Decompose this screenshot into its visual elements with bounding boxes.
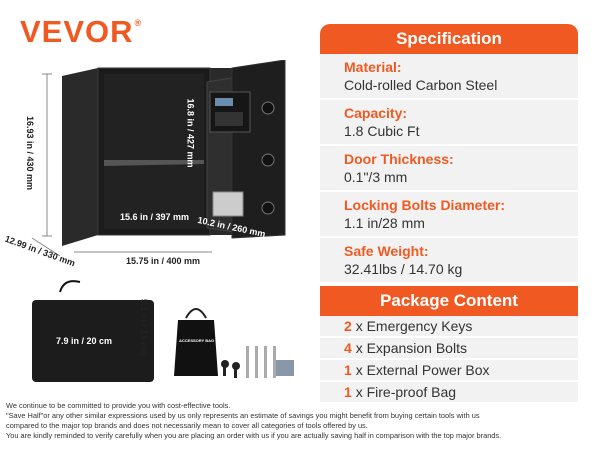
package-item: 1 x External Power Box xyxy=(320,360,578,382)
width-inner-label: 15.6 in / 397 mm xyxy=(120,212,190,222)
package-title: Package Content xyxy=(320,286,578,316)
bag-height-label: 5.1 in / 13 cm xyxy=(139,298,150,356)
spec-title: Specification xyxy=(320,24,578,54)
package-item: 2 x Emergency Keys xyxy=(320,316,578,338)
spec-row-weight: Safe Weight: 32.41lbs / 14.70 kg xyxy=(320,238,578,284)
bag-width-label: 7.9 in / 20 cm xyxy=(56,336,113,346)
accessory-bag-label: ACCESSORY BAG xyxy=(179,338,215,343)
product-illustration: 16.93 in / 430 mm 12.99 in / 330 mm 15.7… xyxy=(0,60,320,450)
disclaimer: We continue to be committed to provide y… xyxy=(6,401,502,440)
spec-row-capacity: Capacity: 1.8 Cubic Ft xyxy=(320,100,578,146)
safe-drawing xyxy=(31,60,294,382)
vevor-logo: VEVOR® xyxy=(20,14,143,49)
spec-row-bolts-diameter: Locking Bolts Diameter: 1.1 in/28 mm xyxy=(320,192,578,238)
width-outer-label: 15.75 in / 400 mm xyxy=(126,256,201,266)
height-inner-label: 16.8 in / 427 mm xyxy=(185,98,196,168)
spec-row-material: Material: Cold-rolled Carbon Steel xyxy=(320,54,578,100)
package-item: 1 x Fire-proof Bag xyxy=(320,382,578,404)
package-item: 4 x Expansion Bolts xyxy=(320,338,578,360)
spec-row-door-thickness: Door Thickness: 0.1"/3 mm xyxy=(320,146,578,192)
spec-panel: Specification Material: Cold-rolled Carb… xyxy=(320,24,578,404)
height-outer-label: 16.93 in / 430 mm xyxy=(25,115,36,191)
